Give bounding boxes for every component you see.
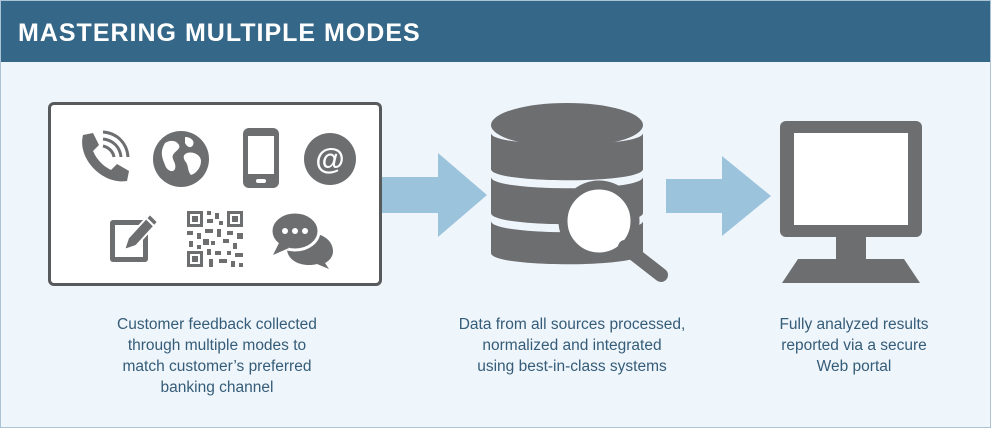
monitor-icon: [780, 121, 922, 283]
qr-code-icon: [187, 211, 243, 267]
caption-line: Web portal: [816, 358, 892, 375]
caption-collect: Customer feedback collected through mult…: [67, 314, 367, 398]
caption-line: normalized and integrated: [482, 337, 662, 354]
email-at-icon: @: [304, 133, 356, 185]
arrow-2: [666, 156, 771, 236]
caption-line: match customer’s preferred: [122, 358, 312, 375]
diagram-title: MASTERING MULTIPLE MODES: [18, 19, 421, 47]
svg-text:@: @: [315, 143, 344, 176]
edit-form-icon: [110, 212, 160, 262]
database-search-icon: [491, 103, 668, 282]
caption-process: Data from all sources processed, normali…: [422, 314, 722, 377]
header-bar: MASTERING MULTIPLE MODES: [1, 1, 990, 62]
caption-line: through multiple modes to: [127, 337, 307, 354]
arrow-1: [382, 153, 487, 237]
caption-report: Fully analyzed results reported via a se…: [734, 314, 974, 377]
caption-line: reported via a secure: [781, 337, 927, 354]
globe-icon: [153, 131, 209, 187]
mobile-icon: [243, 128, 279, 188]
caption-line: Fully analyzed results: [779, 316, 929, 333]
caption-line: using best-in-class systems: [477, 358, 667, 375]
caption-line: banking channel: [160, 379, 274, 396]
phone-icon: [82, 130, 130, 182]
chat-bubbles-icon: [269, 210, 333, 269]
caption-line: Customer feedback collected: [117, 316, 317, 333]
caption-line: Data from all sources processed,: [458, 316, 686, 333]
